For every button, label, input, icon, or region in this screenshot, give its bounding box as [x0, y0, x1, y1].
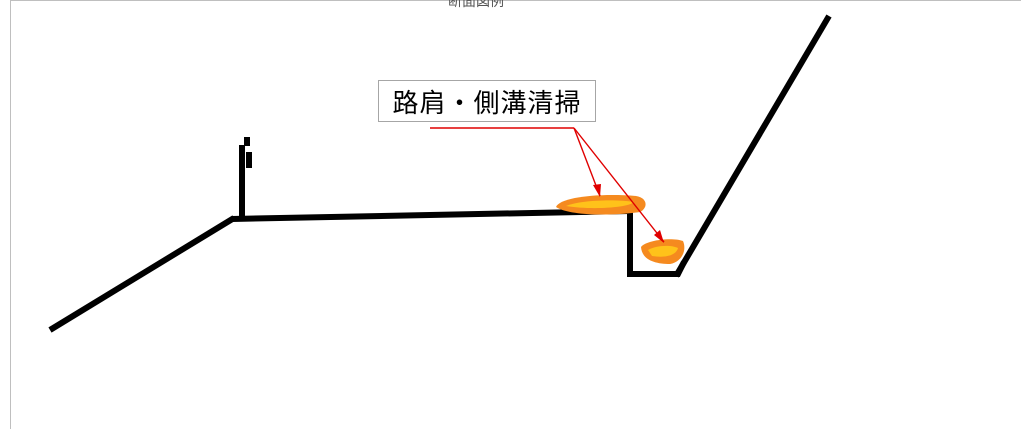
- frame-top-border: [10, 0, 1021, 1]
- road-surface-line: [231, 208, 631, 222]
- right-slope-line: [673, 14, 832, 278]
- left-slope-line: [48, 215, 236, 333]
- partial-title-text: 断面図例: [448, 0, 504, 10]
- shoulder-debris-icon: [556, 195, 646, 215]
- callout-label-box: 路肩・側溝清掃: [378, 80, 596, 122]
- guard-post-plate: [246, 152, 252, 168]
- ditch-debris-icon: [641, 239, 685, 264]
- guard-post-top: [244, 137, 250, 146]
- frame-left-border: [10, 0, 11, 429]
- callout-arrowheads: [593, 184, 664, 243]
- callout-label-text: 路肩・側溝清掃: [392, 88, 582, 119]
